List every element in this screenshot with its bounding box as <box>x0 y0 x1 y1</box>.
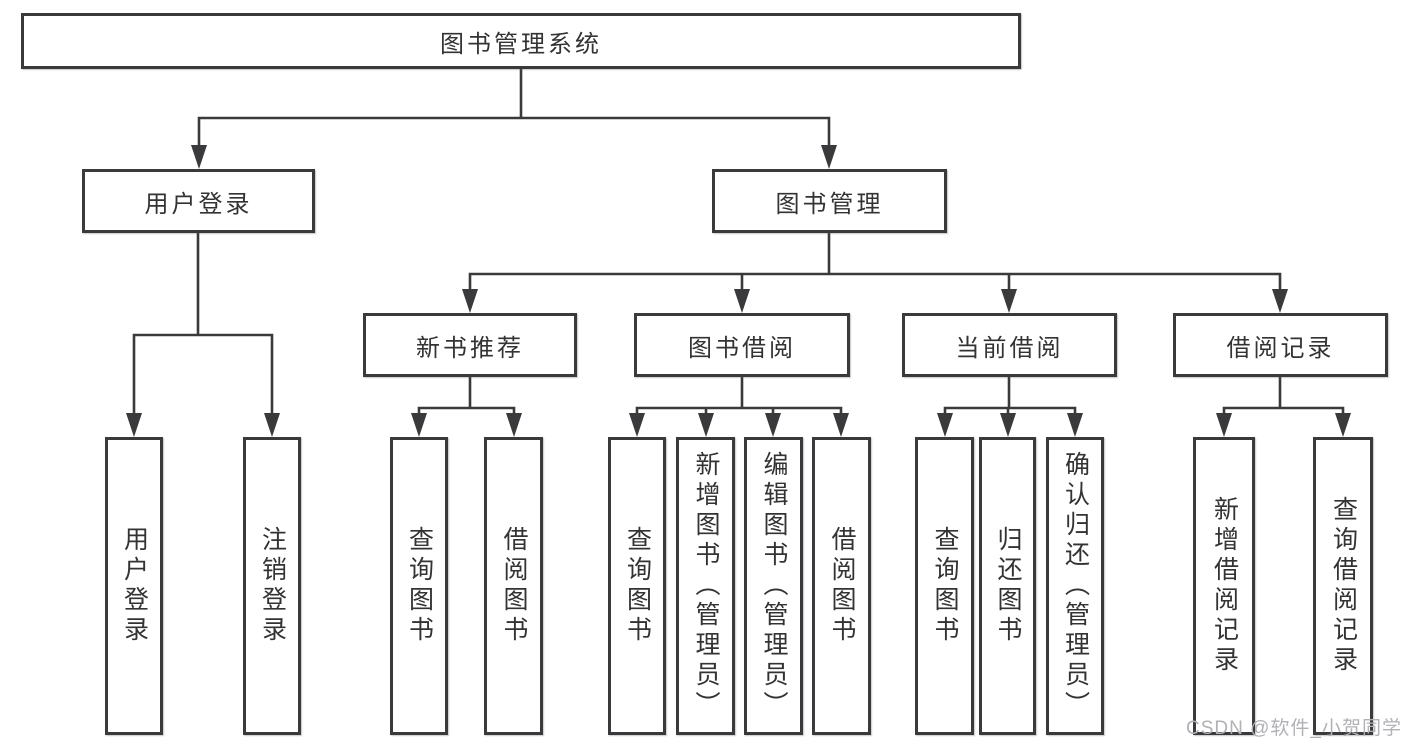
csdn-watermark: CSDN @软件_小贺同学 <box>1186 718 1402 739</box>
connector-current-borrow-branches <box>943 377 1077 420</box>
node-label: 查询图书 <box>405 526 434 646</box>
node-label: 归还图书 <box>994 526 1022 646</box>
arrowhead-icon <box>1335 413 1351 437</box>
connector-new-book-branches <box>417 377 516 420</box>
arrowhead-icon <box>698 413 714 437</box>
node-label: 新增图书（管理员） <box>692 451 720 721</box>
leaf-query-books-borrowing: 查询图书 <box>608 437 666 735</box>
node-book-management: 图书管理 <box>712 169 947 233</box>
arrowhead-icon <box>1001 289 1017 313</box>
node-label: 查询借阅记录 <box>1329 496 1358 676</box>
leaf-user-login: 用户登录 <box>105 437 163 735</box>
leaf-logout-login: 注销登录 <box>243 437 301 735</box>
arrowhead-icon <box>1000 413 1016 437</box>
node-book-borrowing: 图书借阅 <box>634 313 850 377</box>
leaf-return-books: 归还图书 <box>979 437 1036 735</box>
connector-book-borrow-branches <box>635 377 843 420</box>
node-label: 图书管理 <box>775 190 884 218</box>
node-label: 借阅图书 <box>828 526 856 646</box>
node-current-borrowing: 当前借阅 <box>902 313 1117 377</box>
connector-book-mgmt-branches <box>468 233 1282 296</box>
node-library-management-system: 图书管理系统 <box>21 13 1021 69</box>
node-user-login: 用户登录 <box>82 169 315 233</box>
arrowhead-icon <box>1067 413 1083 437</box>
node-label: 图书借阅 <box>688 334 796 362</box>
connector-borrow-record-branches <box>1222 377 1345 420</box>
arrowhead-icon <box>821 145 837 169</box>
leaf-borrow-books-recommend: 借阅图书 <box>484 437 543 735</box>
arrowhead-icon <box>1216 413 1232 437</box>
arrowhead-icon <box>1272 289 1288 313</box>
node-label: 当前借阅 <box>955 334 1064 362</box>
leaf-query-books-recommend: 查询图书 <box>390 437 448 735</box>
arrowhead-icon <box>126 413 142 437</box>
node-label: 用户登录 <box>120 526 149 646</box>
arrowhead-icon <box>629 413 645 437</box>
connector-root-branches <box>197 69 831 150</box>
node-label: 新增借阅记录 <box>1210 496 1239 676</box>
arrowhead-icon <box>734 289 750 313</box>
node-label: 编辑图书（管理员） <box>760 451 788 721</box>
node-new-book-recommend: 新书推荐 <box>363 313 577 377</box>
node-label: 确认归还（管理员） <box>1061 451 1090 721</box>
leaf-confirm-return-admin: 确认归还（管理员） <box>1046 437 1104 735</box>
node-borrowing-records: 借阅记录 <box>1173 313 1388 377</box>
arrowhead-icon <box>506 413 522 437</box>
arrowhead-icon <box>462 289 478 313</box>
leaf-edit-books-admin: 编辑图书（管理员） <box>744 437 803 735</box>
node-label: 新书推荐 <box>416 334 524 362</box>
arrowhead-icon <box>937 413 953 437</box>
node-label: 查询图书 <box>931 526 959 646</box>
arrowhead-icon <box>264 413 280 437</box>
node-label: 用户登录 <box>144 190 253 218</box>
arrowhead-icon <box>765 413 781 437</box>
node-label: 查询图书 <box>623 526 652 646</box>
leaf-query-borrow-record: 查询借阅记录 <box>1313 437 1373 735</box>
leaf-add-borrow-record: 新增借阅记录 <box>1193 437 1255 735</box>
node-label: 注销登录 <box>258 526 287 646</box>
connector-user-login-branches <box>132 233 274 418</box>
leaf-add-books-admin: 新增图书（管理员） <box>676 437 735 735</box>
arrowhead-icon <box>411 413 427 437</box>
leaf-query-books-current: 查询图书 <box>915 437 974 735</box>
node-label: 借阅记录 <box>1226 334 1335 362</box>
node-label: 图书管理系统 <box>440 30 602 58</box>
leaf-borrow-books: 借阅图书 <box>812 437 871 735</box>
arrowhead-icon <box>191 145 207 169</box>
arrowhead-icon <box>833 413 849 437</box>
node-label: 借阅图书 <box>500 526 528 646</box>
